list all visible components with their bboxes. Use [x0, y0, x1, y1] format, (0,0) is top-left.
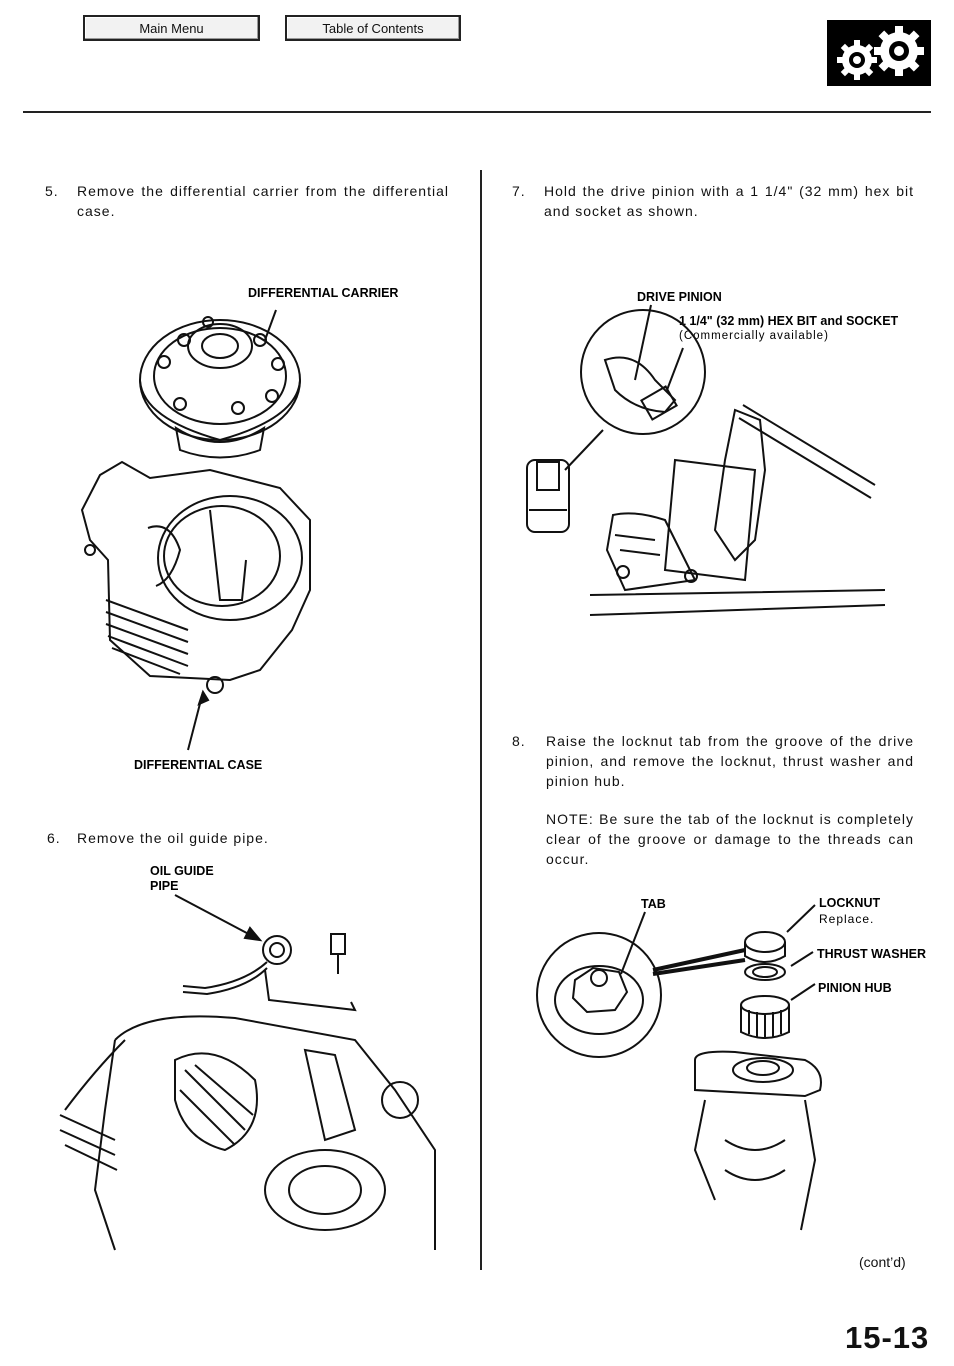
- oil-guide-pipe-label-line2: PIPE: [150, 879, 179, 893]
- tab-label: TAB: [641, 897, 666, 911]
- step-7: 7. Hold the drive pinion with a 1 1/4" (…: [512, 181, 914, 223]
- pinion-hub-label: PINION HUB: [818, 981, 892, 995]
- oil-guide-pipe-label-line1: OIL GUIDE: [150, 864, 214, 878]
- locknut-washer-hub-illustration: [536, 904, 822, 1231]
- table-of-contents-button[interactable]: Table of Contents: [285, 15, 461, 41]
- differential-carrier-label: DIFFERENTIAL CARRIER: [248, 286, 399, 300]
- column-divider: [480, 170, 482, 1270]
- step-number: 6.: [47, 830, 61, 846]
- differential-carrier-case-illustration: [80, 309, 311, 751]
- step-8: 8. Raise the locknut tab from the groove…: [512, 731, 914, 793]
- step-8-note: NOTE: Be sure the tab of the locknut is …: [546, 811, 914, 867]
- oil-guide-pipe-illustration: [59, 894, 436, 1251]
- step-number: 8.: [512, 733, 526, 749]
- differential-case-label: DIFFERENTIAL CASE: [134, 758, 263, 772]
- gears-icon: [827, 20, 931, 86]
- step-text: Remove the differential carrier from the…: [77, 183, 449, 219]
- step-text: Hold the drive pinion with a 1 1/4" (32 …: [544, 183, 914, 219]
- drive-pinion-label: DRIVE PINION: [637, 290, 722, 304]
- continued-label: (cont’d): [859, 1254, 906, 1270]
- hex-bit-socket-note: (Commercially available): [679, 330, 829, 342]
- header-rule: [23, 111, 931, 113]
- thrust-washer-label: THRUST WASHER: [817, 947, 927, 961]
- drive-pinion-hex-bit-illustration: [526, 304, 885, 616]
- step-number: 7.: [512, 183, 526, 199]
- step-number: 5.: [45, 183, 59, 199]
- oil-guide-pipe-label: OIL GUIDE PIPE: [150, 864, 214, 894]
- locknut-label: LOCKNUT: [819, 896, 881, 910]
- step-5: 5. Remove the differential carrier from …: [45, 181, 450, 223]
- step-6: 6. Remove the oil guide pipe.: [47, 828, 447, 848]
- main-menu-button[interactable]: Main Menu: [83, 15, 260, 41]
- locknut-note: Replace.: [819, 912, 875, 926]
- step-text: Raise the locknut tab from the groove of…: [546, 733, 914, 789]
- hex-bit-socket-label: 1 1/4" (32 mm) HEX BIT and SOCKET: [679, 314, 899, 328]
- page-number: 15-13: [845, 1320, 930, 1355]
- step-text: Remove the oil guide pipe.: [77, 830, 269, 846]
